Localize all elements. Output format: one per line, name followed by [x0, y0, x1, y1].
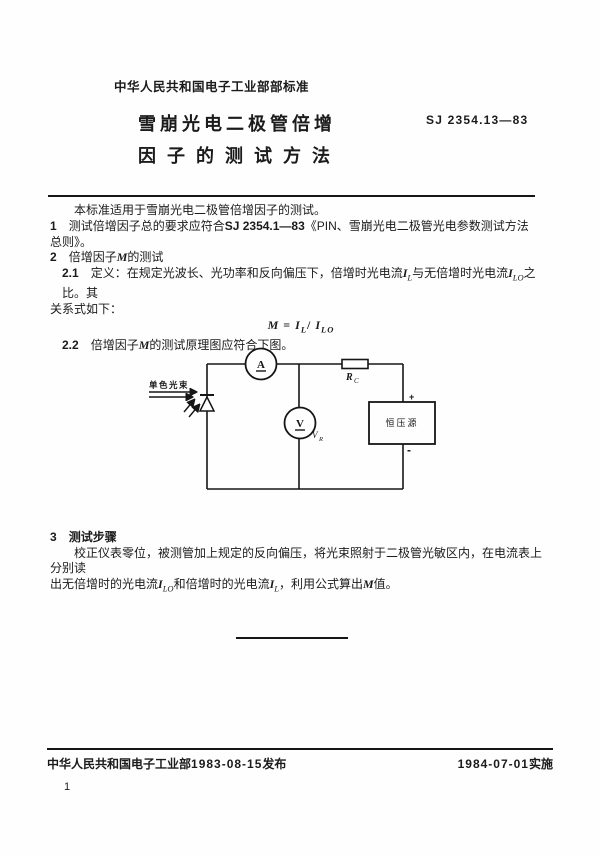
issuing-org-line: 中华人民共和国电子工业部部标准 — [114, 80, 310, 94]
ammeter-icon: A — [244, 347, 278, 381]
voltmeter-icon: V — [283, 406, 317, 440]
resistor-label: R — [345, 372, 353, 383]
intro-paragraph: 本标准适用于雪崩光电二极管倍增因子的测试。 — [74, 203, 327, 217]
load-resistor-icon — [341, 358, 369, 370]
footer-divider — [47, 748, 553, 750]
voltmeter-label: V — [296, 418, 304, 430]
document-title-line1: 雪崩光电二极管倍增 — [138, 114, 336, 134]
end-divider — [236, 637, 348, 639]
standard-number: SJ 2354.13—83 — [426, 113, 529, 127]
implementation-date: 1984-07-01 — [457, 757, 529, 771]
footer: 中华人民共和国电子工业部1983-08-15发布 1984-07-01实施 — [47, 755, 553, 772]
photodiode-icon — [198, 394, 216, 412]
reverse-voltage-sub: R — [318, 436, 323, 443]
page-number: 1 — [64, 781, 71, 793]
voltage-source-label: 恒压源 — [385, 417, 418, 428]
publish-info: 中华人民共和国电子工业部1983-08-15发布 — [47, 757, 287, 771]
circuit-wires — [206, 363, 404, 490]
ammeter-label: A — [257, 359, 265, 371]
reverse-voltage-label: V — [312, 430, 319, 440]
beam-label: 单色光束 — [149, 380, 189, 390]
minus-terminal: - — [407, 443, 411, 457]
implementation-info: 1984-07-01实施 — [457, 757, 553, 771]
plus-terminal: + — [409, 392, 414, 402]
header-divider — [48, 195, 535, 197]
section-3-paragraph: 校正仪表零位，被测管加上规定的反向偏压，将光束照射于二极管光敏区内，在电流表上分… — [50, 545, 543, 593]
light-beam-arrows-icon — [149, 392, 199, 418]
clause-2-1-cont: 关系式如下： — [50, 302, 123, 317]
multiplication-factor-formula: M = IL/ ILO — [267, 317, 335, 335]
voltage-source-box: 恒压源 — [368, 401, 436, 445]
document-title-line2: 因子的测试方法 — [138, 146, 341, 166]
referenced-standard: SJ 2354.1—83 — [224, 218, 305, 233]
resistor-sub: C — [354, 377, 359, 385]
test-circuit-diagram: 单色光束 A V V R R C 恒压源 + - — [149, 347, 436, 490]
publish-date: 1983-08-15 — [191, 757, 263, 771]
